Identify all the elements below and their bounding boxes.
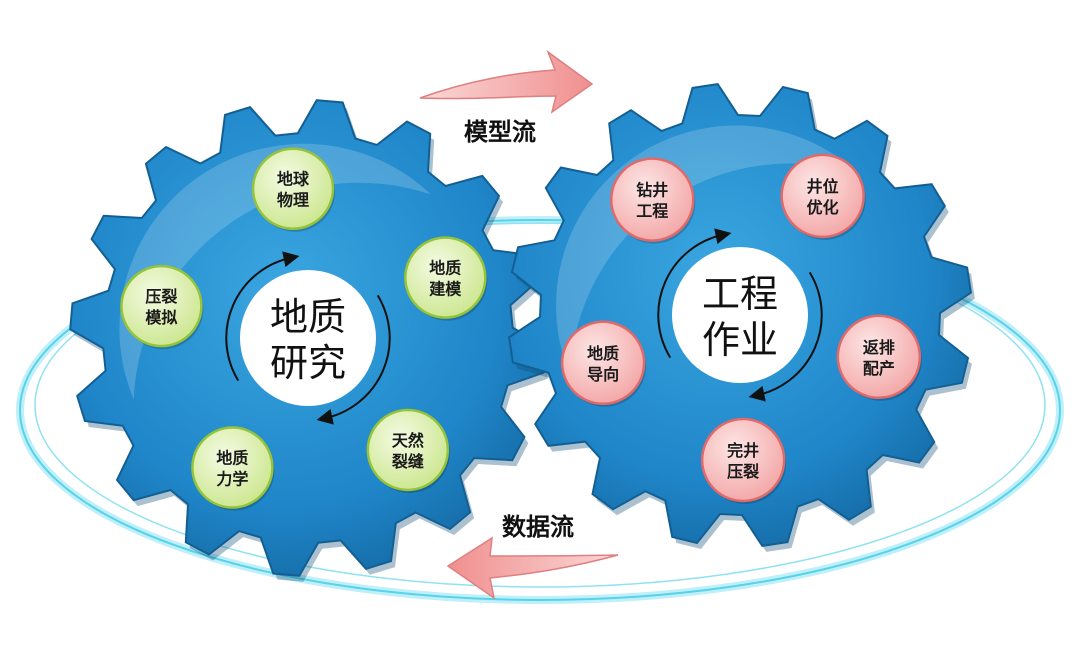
node-label: 地质 — [216, 449, 248, 468]
data-flow-label: 数据流 — [502, 513, 574, 541]
node-circle — [609, 157, 695, 242]
node-label: 优化 — [807, 198, 839, 217]
model-flow-label: 模型流 — [464, 118, 536, 146]
node-label: 模拟 — [145, 308, 177, 327]
node-label: 井位 — [807, 177, 839, 196]
gear-highlight — [119, 143, 431, 400]
node-label: 天然 — [392, 431, 424, 450]
gear-center-label: 地质 — [270, 295, 346, 339]
node-label: 建模 — [429, 280, 462, 299]
node-circle — [251, 147, 335, 230]
node-circle — [780, 153, 865, 239]
node-label: 返排 — [863, 338, 895, 357]
data-flow-arrow — [446, 536, 619, 600]
node-label: 导向 — [587, 365, 619, 384]
rotation-arrow-icon — [657, 228, 732, 359]
node-label: 完井 — [727, 441, 759, 460]
node-label: 裂缝 — [391, 452, 424, 471]
rotation-arrow-icon — [225, 251, 300, 382]
node-circle — [120, 264, 203, 348]
node-circle — [700, 417, 786, 503]
gear-center-circle — [672, 247, 808, 383]
node-circle — [560, 320, 646, 406]
rotation-arrow-icon — [748, 271, 823, 402]
node-label: 工程 — [636, 202, 668, 221]
orbit-ring — [16, 216, 1064, 604]
node-label: 物理 — [277, 191, 309, 210]
node-label: 地质 — [587, 344, 619, 363]
gear-center-label: 工程 — [702, 272, 778, 316]
node-label: 力学 — [216, 470, 248, 489]
node-label: 地质 — [429, 259, 461, 278]
model-flow-arrow — [419, 49, 594, 114]
node-label: 钻井 — [636, 181, 668, 200]
node-label: 配产 — [863, 359, 895, 378]
node-label: 地球 — [277, 170, 310, 189]
node-circle — [366, 408, 450, 492]
gear-center-label: 作业 — [702, 318, 778, 362]
node-label: 压裂 — [727, 462, 759, 481]
node-circle — [191, 426, 274, 509]
node-circle — [404, 236, 487, 319]
gear-center-label: 研究 — [270, 341, 346, 385]
node-circle — [836, 314, 922, 400]
node-label: 压裂 — [145, 287, 177, 306]
rotation-arrow-icon — [316, 294, 391, 425]
gear-center-circle — [240, 270, 376, 406]
